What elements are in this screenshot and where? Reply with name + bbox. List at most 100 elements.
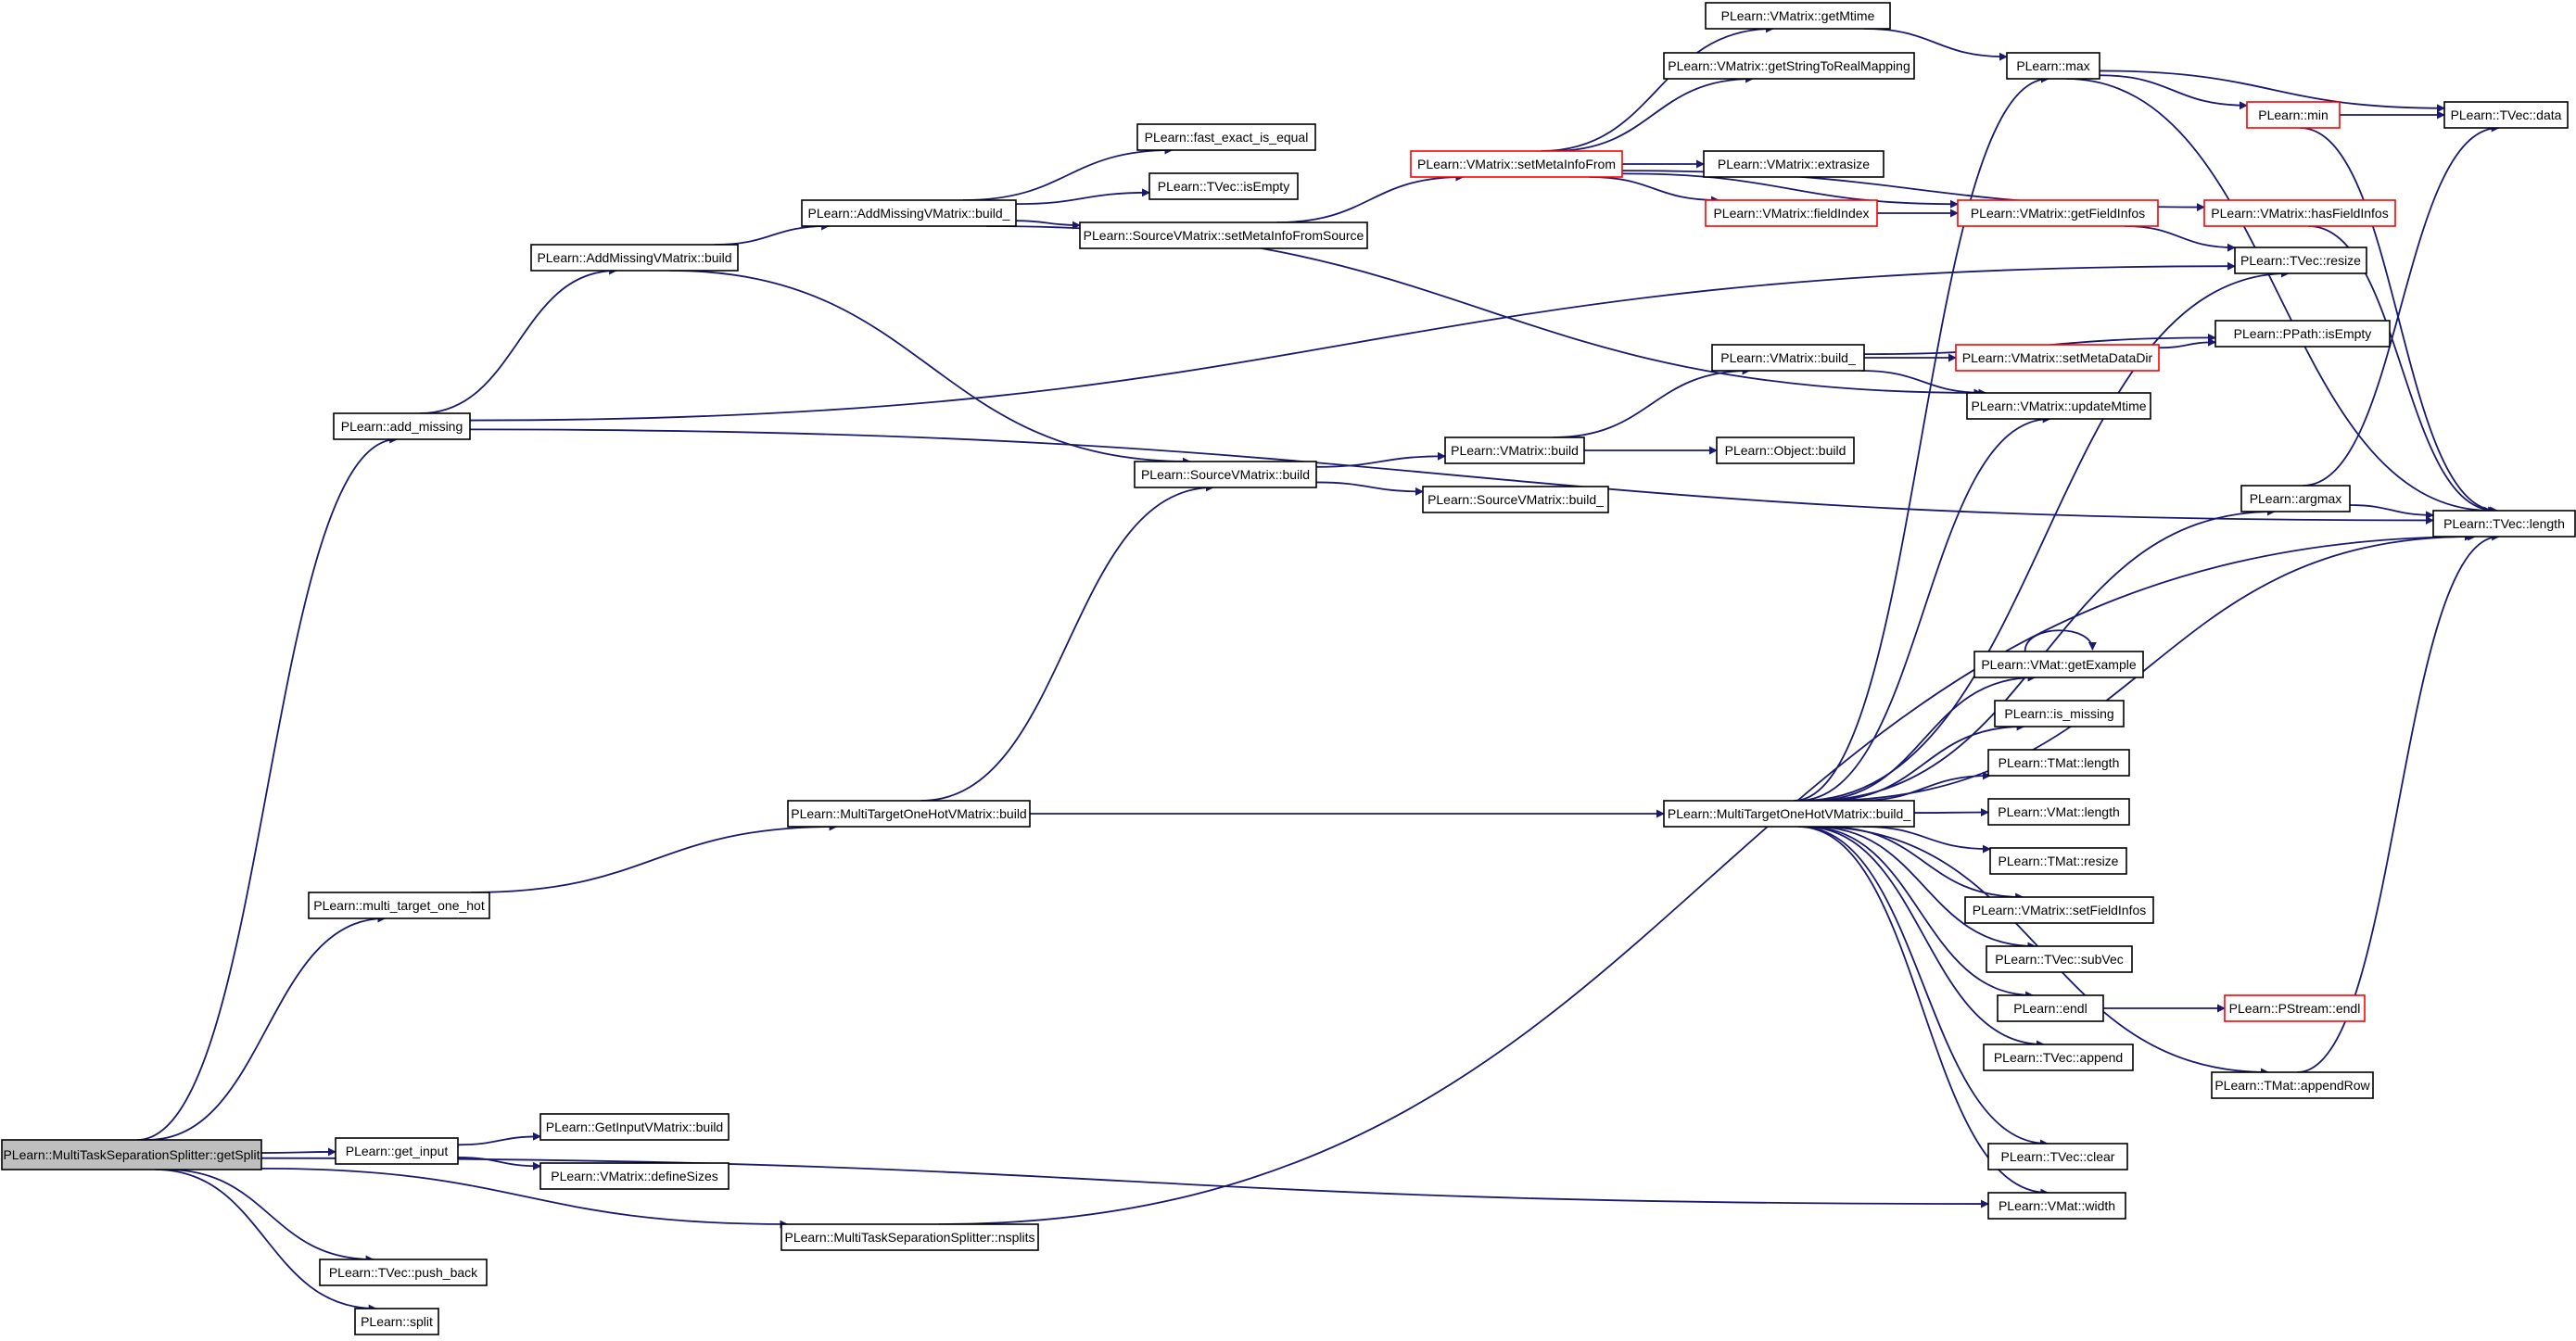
node-box[interactable] <box>1964 896 2154 924</box>
node-n6[interactable]: PLearn::SourceVMatrix::setMetaInfoFromSo… <box>1079 221 1368 249</box>
node-n14[interactable]: PLearn::TVec::data <box>2443 101 2569 129</box>
node-n3[interactable]: PLearn::AddMissingVMatrix::build_ <box>801 199 1017 227</box>
node-box[interactable] <box>1989 847 2127 875</box>
node-box[interactable] <box>335 1137 459 1165</box>
node-n32[interactable]: PLearn::TMat::resize <box>1989 847 2127 875</box>
node-box[interactable] <box>308 892 490 919</box>
node-box[interactable] <box>1987 1192 2126 1220</box>
node-n15[interactable]: PLearn::VMatrix::getFieldInfos <box>1957 199 2159 227</box>
node-n30[interactable]: PLearn::TMat::length <box>1987 749 2130 777</box>
node-box[interactable] <box>801 199 1017 227</box>
node-n7[interactable]: PLearn::VMatrix::setMetaInfoFrom <box>1410 150 1623 178</box>
node-box[interactable] <box>1957 199 2159 227</box>
node-n48[interactable]: PLearn::TVec::push_back <box>319 1259 488 1286</box>
node-n25[interactable]: PLearn::SourceVMatrix::build_ <box>1422 486 1609 513</box>
node-n20[interactable]: PLearn::PPath::isEmpty <box>2214 320 2391 348</box>
node-box[interactable] <box>1444 436 1585 464</box>
node-box[interactable] <box>2214 320 2391 348</box>
node-box[interactable] <box>1705 199 1878 227</box>
node-box[interactable] <box>333 412 471 440</box>
node-box[interactable] <box>2234 247 2367 274</box>
node-box[interactable] <box>1663 800 1915 828</box>
node-box[interactable] <box>1 1139 262 1170</box>
node-box[interactable] <box>539 1113 730 1141</box>
node-n8[interactable]: PLearn::VMatrix::getMtime <box>1705 2 1891 30</box>
node-n42[interactable]: PLearn::MultiTargetOneHotVMatrix::build_ <box>1663 800 1915 828</box>
node-n13[interactable]: PLearn::min <box>2246 101 2341 129</box>
node-box[interactable] <box>1997 994 2104 1022</box>
node-n49[interactable]: PLearn::split <box>354 1308 439 1335</box>
node-box[interactable] <box>1410 150 1623 178</box>
node-box[interactable] <box>787 800 1031 828</box>
node-n1[interactable]: PLearn::add_missing <box>333 412 471 440</box>
node-n16[interactable]: PLearn::VMatrix::hasFieldInfos <box>2203 199 2396 227</box>
node-n21[interactable]: PLearn::VMatrix::updateMtime <box>1966 392 2151 420</box>
node-box[interactable] <box>1973 651 2144 678</box>
node-box[interactable] <box>2443 101 2569 129</box>
node-box[interactable] <box>530 244 739 272</box>
node-n39[interactable]: PLearn::TVec::clear <box>1987 1143 2128 1170</box>
node-n35[interactable]: PLearn::endl <box>1997 994 2104 1022</box>
node-box[interactable] <box>1966 392 2151 420</box>
node-n9[interactable]: PLearn::VMatrix::getStringToRealMapping <box>1663 52 1915 80</box>
node-n43[interactable]: PLearn::multi_target_one_hot <box>308 892 490 919</box>
node-box[interactable] <box>2246 101 2341 129</box>
node-n12[interactable]: PLearn::max <box>2006 52 2100 80</box>
node-n37[interactable]: PLearn::TVec::append <box>1983 1044 2134 1071</box>
node-box[interactable] <box>1986 945 2133 973</box>
node-n18[interactable]: PLearn::VMatrix::build_ <box>1711 344 1865 372</box>
node-n47[interactable]: PLearn::MultiTaskSeparationSplitter::nsp… <box>780 1223 1039 1251</box>
node-n36[interactable]: PLearn::PStream::endl <box>2224 994 2366 1022</box>
node-n29[interactable]: PLearn::is_missing <box>1994 700 2125 727</box>
node-box[interactable] <box>1994 700 2125 727</box>
node-box[interactable] <box>539 1162 730 1190</box>
node-box[interactable] <box>1716 436 1855 464</box>
node-box[interactable] <box>1134 461 1317 488</box>
node-box[interactable] <box>1079 221 1368 249</box>
node-n38[interactable]: PLearn::TMat::appendRow <box>2211 1071 2374 1099</box>
node-box[interactable] <box>1983 1044 2134 1071</box>
node-box[interactable] <box>2211 1071 2374 1099</box>
node-n45[interactable]: PLearn::GetInputVMatrix::build <box>539 1113 730 1141</box>
node-n23[interactable]: PLearn::VMatrix::build <box>1444 436 1585 464</box>
node-box[interactable] <box>1987 749 2130 777</box>
node-box[interactable] <box>1955 344 2160 372</box>
node-box[interactable] <box>1711 344 1865 372</box>
node-n22[interactable]: PLearn::SourceVMatrix::build <box>1134 461 1317 488</box>
node-n41[interactable]: PLearn::MultiTargetOneHotVMatrix::build <box>787 800 1031 828</box>
node-n17[interactable]: PLearn::TVec::resize <box>2234 247 2367 274</box>
node-n44[interactable]: PLearn::get_input <box>335 1137 459 1165</box>
node-n19[interactable]: PLearn::VMatrix::setMetaDataDir <box>1955 344 2160 372</box>
node-n2[interactable]: PLearn::AddMissingVMatrix::build <box>530 244 739 272</box>
node-box[interactable] <box>1705 2 1891 30</box>
node-n46[interactable]: PLearn::VMatrix::defineSizes <box>539 1162 730 1190</box>
node-n34[interactable]: PLearn::TVec::subVec <box>1986 945 2133 973</box>
node-box[interactable] <box>1422 486 1609 513</box>
node-n10[interactable]: PLearn::VMatrix::extrasize <box>1703 150 1884 178</box>
node-box[interactable] <box>2240 485 2351 512</box>
node-n11[interactable]: PLearn::VMatrix::fieldIndex <box>1705 199 1878 227</box>
node-n24[interactable]: PLearn::Object::build <box>1716 436 1855 464</box>
node-n28[interactable]: PLearn::VMat::getExample <box>1973 651 2144 678</box>
node-box[interactable] <box>1663 52 1915 80</box>
node-box[interactable] <box>2006 52 2100 80</box>
node-box[interactable] <box>1136 123 1316 151</box>
node-box[interactable] <box>2224 994 2366 1022</box>
node-box[interactable] <box>1148 172 1299 200</box>
node-box[interactable] <box>1987 1143 2128 1170</box>
node-box[interactable] <box>2432 510 2576 538</box>
node-n31[interactable]: PLearn::VMat::length <box>1987 798 2130 826</box>
node-box[interactable] <box>2203 199 2396 227</box>
node-box[interactable] <box>354 1308 439 1335</box>
node-box[interactable] <box>1987 798 2130 826</box>
node-n33[interactable]: PLearn::VMatrix::setFieldInfos <box>1964 896 2154 924</box>
node-box[interactable] <box>780 1223 1039 1251</box>
node-n40[interactable]: PLearn::VMat::width <box>1987 1192 2126 1220</box>
node-n27[interactable]: PLearn::TVec::length <box>2432 510 2576 538</box>
node-box[interactable] <box>319 1259 488 1286</box>
node-box[interactable] <box>1703 150 1884 178</box>
node-n0[interactable]: PLearn::MultiTaskSeparationSplitter::get… <box>1 1139 262 1170</box>
node-n4[interactable]: PLearn::fast_exact_is_equal <box>1136 123 1316 151</box>
node-n5[interactable]: PLearn::TVec::isEmpty <box>1148 172 1299 200</box>
node-n26[interactable]: PLearn::argmax <box>2240 485 2351 512</box>
